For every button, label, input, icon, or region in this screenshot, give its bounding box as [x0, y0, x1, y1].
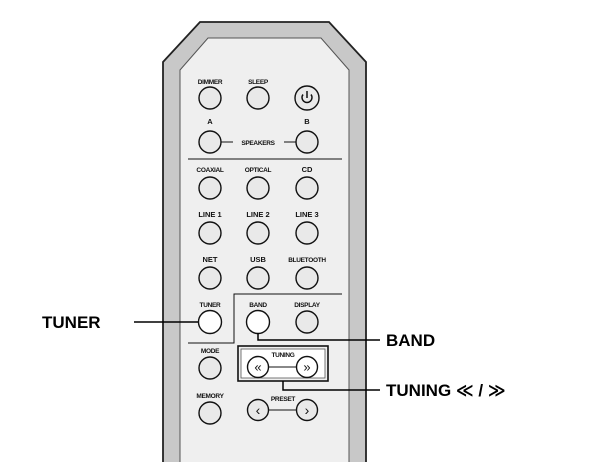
band-button[interactable] — [245, 309, 271, 335]
tuning-label: TUNING — [271, 352, 294, 359]
memory-label: MEMORY — [196, 393, 224, 400]
bluetooth-button[interactable] — [295, 266, 319, 290]
tuner-label: TUNER — [200, 302, 221, 309]
tuner-section-outline — [188, 293, 342, 344]
power-icon — [301, 91, 313, 104]
preset-down-icon: ‹ — [256, 402, 261, 418]
tuning-down-icon: « — [254, 360, 261, 375]
tuning-up-button[interactable] — [295, 355, 319, 379]
optical-button[interactable] — [246, 176, 270, 200]
tuner-button[interactable] — [197, 309, 223, 335]
net-button[interactable] — [198, 266, 222, 290]
line1-button[interactable] — [198, 221, 222, 245]
dimmer-label: DIMMER — [198, 79, 223, 86]
preset-down-button[interactable] — [246, 398, 270, 422]
band-callout-line — [257, 333, 380, 341]
sleep-label: SLEEP — [248, 79, 269, 86]
line3-label: LINE 3 — [295, 210, 318, 219]
speaker-a-button[interactable] — [198, 130, 222, 154]
speaker-b-button[interactable] — [295, 130, 319, 154]
mode-button[interactable] — [198, 356, 222, 380]
preset-label: PRESET — [271, 396, 296, 403]
line2-button[interactable] — [246, 221, 270, 245]
coaxial-label: COAXIAL — [196, 167, 223, 174]
usb-label: USB — [250, 255, 266, 264]
band-callout: BAND — [386, 331, 435, 350]
bluetooth-label: BLUETOOTH — [288, 257, 326, 264]
tuner-callout: TUNER — [42, 313, 101, 332]
tuning-callout: TUNING ≪ / ≫ — [386, 381, 506, 400]
tuning-down-button[interactable] — [246, 355, 270, 379]
line1-label: LINE 1 — [198, 210, 221, 219]
speakers-label: SPEAKERS — [241, 140, 275, 147]
line2-label: LINE 2 — [246, 210, 269, 219]
preset-up-button[interactable] — [295, 398, 319, 422]
coaxial-button[interactable] — [198, 176, 222, 200]
optical-label: OPTICAL — [245, 167, 272, 174]
tuning-up-icon: » — [303, 360, 310, 375]
line3-button[interactable] — [295, 221, 319, 245]
sleep-button[interactable] — [246, 86, 270, 110]
display-label: DISPLAY — [294, 302, 320, 309]
display-button[interactable] — [295, 310, 319, 334]
dimmer-button[interactable] — [198, 86, 222, 110]
tuning-callout-line — [282, 381, 380, 391]
cd-button[interactable] — [295, 176, 319, 200]
preset-up-icon: › — [305, 402, 310, 418]
mode-label: MODE — [201, 348, 220, 355]
band-label: BAND — [249, 302, 267, 309]
speaker-a-label: A — [207, 117, 213, 126]
speaker-b-label: B — [304, 117, 310, 126]
usb-button[interactable] — [246, 266, 270, 290]
cd-label: CD — [302, 165, 313, 174]
memory-button[interactable] — [198, 401, 222, 425]
net-label: NET — [203, 255, 218, 264]
